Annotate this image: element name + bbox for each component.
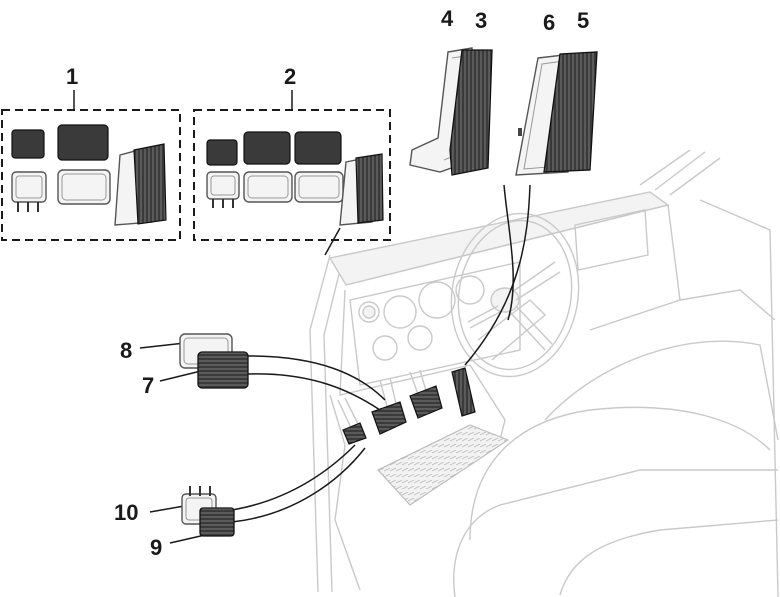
callout-1: 1: [66, 64, 78, 89]
part-5-6-accelerator: [515, 51, 598, 176]
part-9-10-small-pedal: [181, 486, 235, 537]
callout-3: 3: [475, 8, 487, 33]
kit-2-accelerator-pad: [355, 153, 384, 224]
kit-2-clutch-pad: [294, 131, 342, 165]
callout-9: 9: [150, 535, 162, 560]
kit-2-brake-pad: [243, 131, 291, 165]
kit-2-group: [193, 109, 391, 241]
callout-10: 10: [114, 500, 138, 525]
part-7-brake-pad: [197, 351, 249, 389]
installed-clutch-pad: [409, 385, 443, 419]
part-5-accelerator-pad: [543, 51, 598, 173]
callout-7: 7: [142, 373, 154, 398]
part-3-accelerator-pad: [449, 49, 493, 176]
callout-4: 4: [441, 6, 454, 31]
kit-2-brake-trim: [243, 171, 293, 203]
part-9-small-pad: [199, 507, 235, 537]
part-3-4-accelerator: [409, 47, 493, 176]
kit-2-small-pad: [206, 139, 238, 166]
kit-1-small-pad: [11, 129, 45, 159]
kit-1-large-pad: [57, 124, 109, 161]
part-7-8-brake: [179, 333, 249, 389]
callout-6: 6: [543, 10, 555, 35]
installed-accelerator-pad: [451, 367, 476, 417]
kit-1-frame: [1, 109, 181, 241]
callout-8: 8: [120, 338, 132, 363]
installed-pedals: [342, 367, 476, 445]
installed-brake-pad: [371, 401, 407, 435]
kit-1-accelerator-pad: [133, 143, 167, 225]
callout-5: 5: [577, 8, 589, 33]
callout-2: 2: [284, 64, 296, 89]
truck-cab-illustration: [309, 149, 779, 597]
kit-2-frame: [193, 109, 391, 241]
installed-small-pad: [342, 422, 367, 445]
callout-labels: 1 2 3 4 5 6 7 8 9 10: [66, 6, 589, 560]
kit-1-group: [1, 109, 181, 241]
kit-1-large-trim: [57, 169, 111, 205]
